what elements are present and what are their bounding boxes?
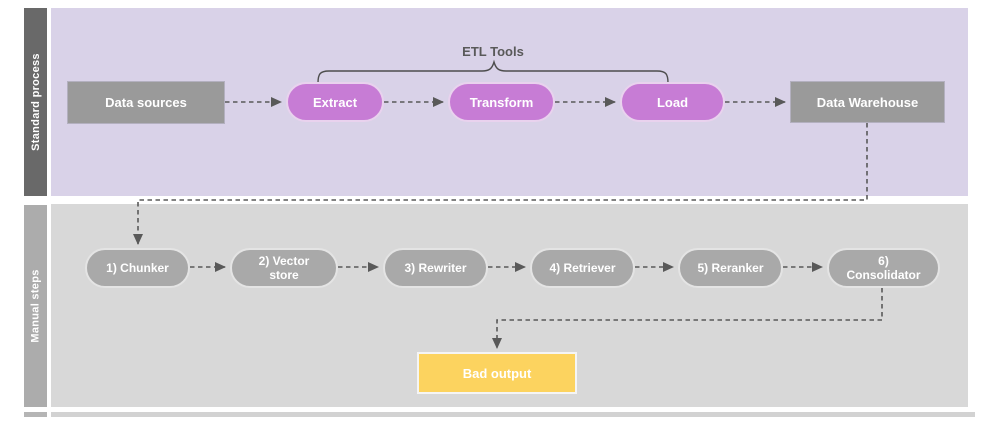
node-transform: Transform xyxy=(448,82,555,122)
node-reranker: 5) Reranker xyxy=(678,248,783,288)
node-consolidator: 6) Consolidator xyxy=(827,248,940,288)
etl-tools-brace xyxy=(317,59,669,84)
arrow-warehouse-chunker xyxy=(133,123,868,245)
etl-tools-label: ETL Tools xyxy=(462,44,524,59)
bottom-lane-edge-header xyxy=(24,412,47,417)
node-chunker: 1) Chunker xyxy=(85,248,190,288)
node-data-sources: Data sources xyxy=(67,81,225,124)
node-bad-output: Bad output xyxy=(417,352,577,394)
node-retriever: 4) Retriever xyxy=(530,248,635,288)
node-vector-store: 2) Vector store xyxy=(230,248,338,288)
node-rewriter: 3) Rewriter xyxy=(383,248,488,288)
node-data-warehouse: Data Warehouse xyxy=(790,81,945,123)
node-extract: Extract xyxy=(286,82,384,122)
bottom-lane-edge-area xyxy=(51,412,975,417)
lane-standard-process-header: Standard process xyxy=(24,8,47,196)
node-load: Load xyxy=(620,82,725,122)
lane-manual-steps-header: Manual steps xyxy=(24,205,47,407)
arrow-consolidator-badoutput xyxy=(492,288,883,349)
